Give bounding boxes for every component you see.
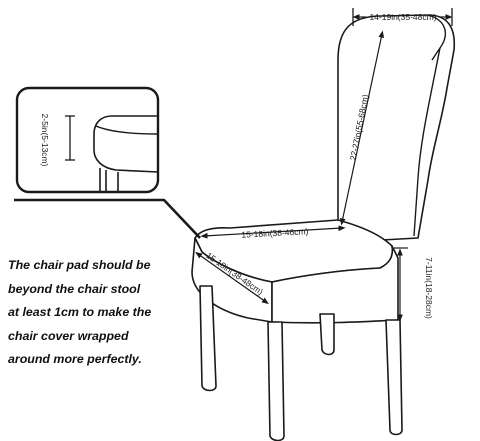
back-height-arrow xyxy=(339,30,385,226)
chair-leg-back-right xyxy=(385,319,403,436)
seat-width-arrow xyxy=(200,225,346,239)
seat-height-label: 7-11in(18-28cm) xyxy=(424,257,434,319)
note-line-5: around more perfectly. xyxy=(8,352,142,366)
inset-seat-edge xyxy=(95,125,159,135)
seat-depth-arrow xyxy=(195,251,269,305)
back-width-label: 14-19in(35-48cm) xyxy=(369,12,436,22)
pad-thickness-label: 2-5in(5-13cm) xyxy=(40,114,50,167)
callout-pointer xyxy=(14,198,201,239)
note-line-4: chair cover wrapped xyxy=(8,328,129,343)
chair-leg-front-left xyxy=(199,285,217,392)
note-line-1: The chair pad should be xyxy=(8,258,151,272)
installation-note: The chair pad should be beyond the chair… xyxy=(8,254,200,372)
chair-leg-front-right xyxy=(267,321,285,441)
note-line-3: at least 1cm to make the xyxy=(8,305,152,319)
inset-seat-corner xyxy=(93,115,159,173)
chair-back-side xyxy=(413,47,441,237)
chair-back-roll xyxy=(427,14,447,61)
note-line-2: beyond the chair stool xyxy=(8,281,141,296)
chair-leg-back-left xyxy=(319,313,335,356)
zoom-inset xyxy=(15,86,160,194)
seat-width-label: 15-18in(38-46cm) xyxy=(241,226,309,240)
